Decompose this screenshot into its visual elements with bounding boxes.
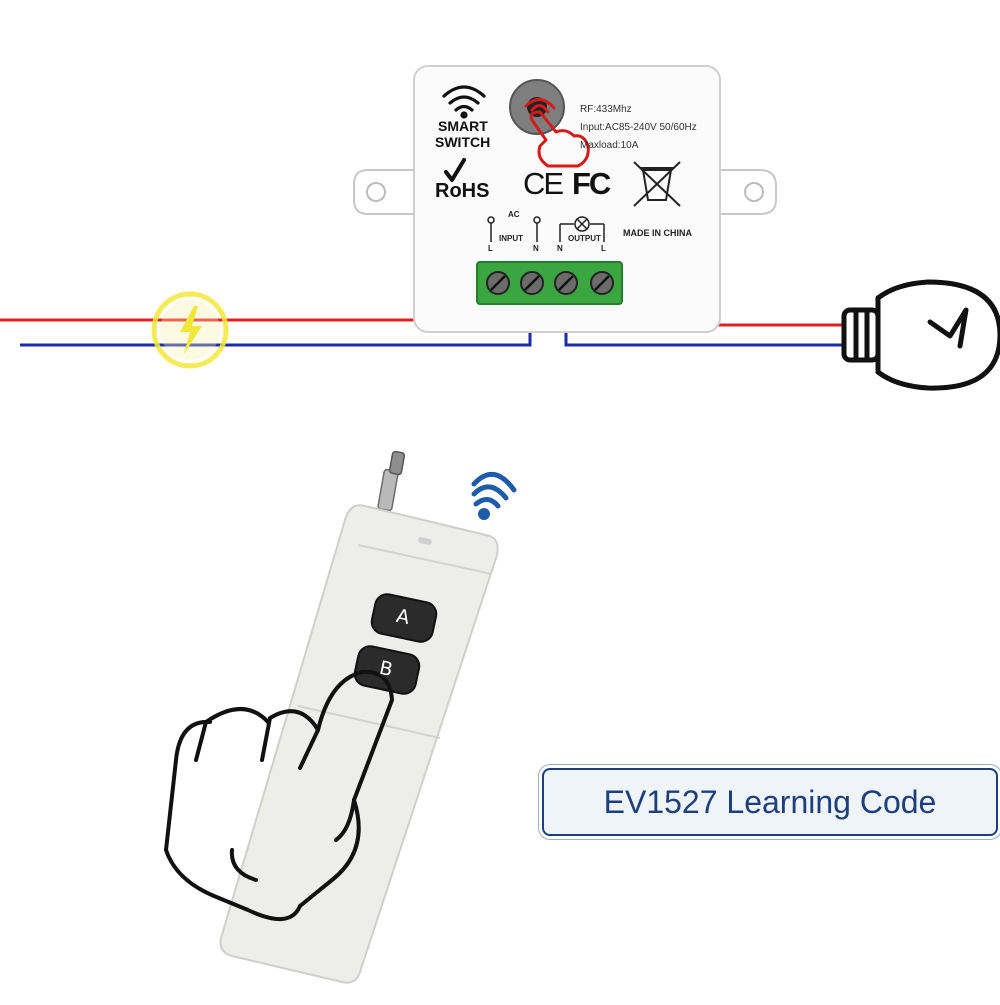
fc-mark: FC: [572, 166, 611, 201]
switch-label: SWITCH: [435, 134, 491, 150]
spec-input: Input:AC85-240V 50/60Hz: [580, 122, 697, 133]
terminal-label: N: [533, 244, 539, 253]
smart-switch-module: [353, 65, 777, 333]
remote-control: [219, 450, 499, 984]
input-label: INPUT: [499, 234, 523, 243]
check-mark-icon: [444, 158, 466, 182]
spec-rf: RF:433Mhz: [580, 104, 632, 115]
terminal-block: [476, 261, 623, 305]
power-source-icon: [151, 291, 229, 369]
led-indicator: [418, 537, 432, 545]
mounting-ear-right: [717, 169, 777, 215]
pointing-hand-icon: [524, 98, 590, 168]
light-bulb-icon: [841, 279, 1000, 391]
rohs-label: RoHS: [435, 180, 490, 202]
wifi-icon: [442, 85, 486, 119]
remote-body: [219, 504, 499, 984]
terminal-label: L: [601, 244, 606, 253]
lightning-bolt-icon: [180, 306, 202, 354]
ac-label: AC: [508, 210, 520, 219]
terminal-label: L: [488, 244, 493, 253]
spec-maxload: Maxload:10A: [580, 140, 639, 151]
weee-bin-icon: [633, 161, 681, 207]
terminal-schematic: [487, 216, 605, 242]
button-b: [353, 645, 421, 695]
learning-code-text: EV1527 Learning Code: [603, 784, 937, 820]
learning-code-badge: EV1527 Learning Code: [542, 768, 998, 836]
ce-mark: CE: [523, 166, 564, 201]
antenna: [377, 468, 399, 512]
terminal-label: N: [557, 244, 563, 253]
button-a: [370, 593, 438, 643]
hand-icon: [164, 669, 394, 922]
made-in-label: MADE IN CHINA: [623, 228, 692, 238]
smart-label: SMART: [438, 118, 488, 134]
signal-icon: [471, 472, 517, 520]
output-label: OUTPUT: [568, 234, 601, 243]
